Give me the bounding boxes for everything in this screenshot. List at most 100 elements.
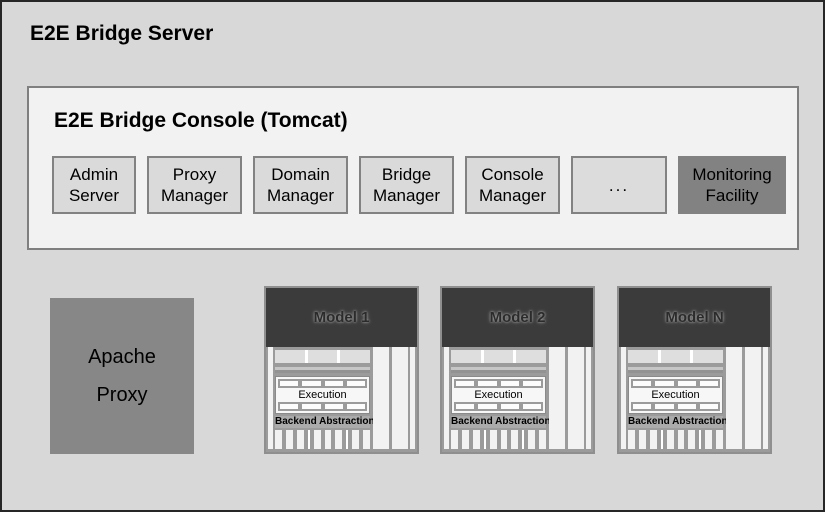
model-main-column: Execution Backend Abstraction [628, 347, 728, 449]
right-column [568, 347, 584, 449]
model-header: Model N [619, 288, 770, 347]
port-box [280, 381, 299, 386]
adapter-bar [352, 430, 360, 449]
port-row [631, 402, 720, 411]
backend-abstraction-bar: Backend Abstraction [275, 416, 375, 428]
port-box [655, 404, 674, 409]
right-column [373, 347, 389, 449]
model-content: Execution Backend Abstraction [266, 347, 417, 452]
component-box [516, 350, 547, 363]
component-box [451, 350, 481, 363]
port-row [278, 402, 367, 411]
adapter-bar [363, 430, 370, 449]
module-console-manager: Console Manager [465, 156, 560, 214]
right-strip [586, 347, 591, 449]
adapter-bar [705, 430, 713, 449]
port-box [324, 404, 343, 409]
port-row [454, 402, 543, 411]
adapter-bar [528, 430, 536, 449]
port-box [346, 381, 365, 386]
adapter-bar [472, 430, 480, 449]
model-box-2: Model 2 Execution [440, 286, 595, 454]
component-box [275, 350, 305, 363]
adapter-divider [699, 430, 702, 449]
model-box-n: Model N Execution [617, 286, 772, 454]
adapter-bar [628, 430, 635, 449]
port-box [633, 381, 652, 386]
server-title: E2E Bridge Server [30, 22, 214, 45]
execution-panel: Execution [275, 376, 370, 414]
module-proxy-manager: Proxy Manager [147, 156, 242, 214]
adapter-divider [522, 430, 525, 449]
module-domain-manager: Domain Manager [253, 156, 348, 214]
console-title: E2E Bridge Console (Tomcat) [54, 109, 348, 132]
port-row [631, 379, 720, 388]
port-box [500, 404, 519, 409]
backend-abstraction-bar: Backend Abstraction [451, 416, 551, 428]
right-column [549, 347, 565, 449]
port-box [522, 404, 541, 409]
model-header: Model 2 [442, 288, 593, 347]
right-column [392, 347, 408, 449]
right-strip [410, 347, 415, 449]
model-title: Model N [665, 309, 724, 326]
adapter-bar [489, 430, 497, 449]
adapter-bar [666, 430, 674, 449]
port-box [500, 381, 519, 386]
adapter-row [628, 430, 723, 449]
component-box [307, 350, 338, 363]
right-strip [763, 347, 768, 449]
execution-panel: Execution [628, 376, 723, 414]
port-box [478, 404, 497, 409]
left-strip [444, 347, 449, 449]
adapter-bar [296, 430, 304, 449]
port-row [454, 379, 543, 388]
apache-proxy-box: Apache Proxy [50, 298, 194, 454]
module-monitoring-facility: Monitoring Facility [678, 156, 786, 214]
component-box [628, 350, 658, 363]
adapter-bar [285, 430, 293, 449]
bus-bar [628, 367, 723, 373]
adapter-bar [539, 430, 546, 449]
adapter-divider [307, 430, 310, 449]
adapter-bar [677, 430, 685, 449]
port-box [456, 381, 475, 386]
port-box [478, 381, 497, 386]
execution-label: Execution [651, 389, 700, 401]
port-box [633, 404, 652, 409]
adapter-bar [275, 430, 282, 449]
model-title: Model 2 [489, 309, 546, 326]
component-box [693, 350, 724, 363]
adapter-bar [638, 430, 646, 449]
model-main-column: Execution Backend Abstraction [451, 347, 551, 449]
model-content: Execution Backend Abstraction [442, 347, 593, 452]
port-box [522, 381, 541, 386]
component-row [275, 350, 371, 363]
bus-bar [451, 367, 546, 373]
left-strip [621, 347, 626, 449]
module-ellipsis: ... [571, 156, 667, 214]
port-box [324, 381, 343, 386]
console-modules-row: Admin Server Proxy Manager Domain Manage… [52, 156, 786, 214]
execution-label: Execution [298, 389, 347, 401]
port-box [677, 381, 696, 386]
adapter-bar [511, 430, 519, 449]
adapter-bar [313, 430, 321, 449]
port-box [699, 381, 718, 386]
model-content: Execution Backend Abstraction [619, 347, 770, 452]
component-box [483, 350, 514, 363]
port-box [302, 404, 321, 409]
model-title: Model 1 [313, 309, 370, 326]
execution-label: Execution [474, 389, 523, 401]
adapter-bar [649, 430, 657, 449]
component-row [628, 350, 724, 363]
component-row [451, 350, 547, 363]
adapter-bar [500, 430, 508, 449]
adapter-row [275, 430, 370, 449]
port-box [346, 404, 365, 409]
execution-panel: Execution [451, 376, 546, 414]
component-box [660, 350, 691, 363]
component-box [340, 350, 371, 363]
adapter-bar [688, 430, 696, 449]
